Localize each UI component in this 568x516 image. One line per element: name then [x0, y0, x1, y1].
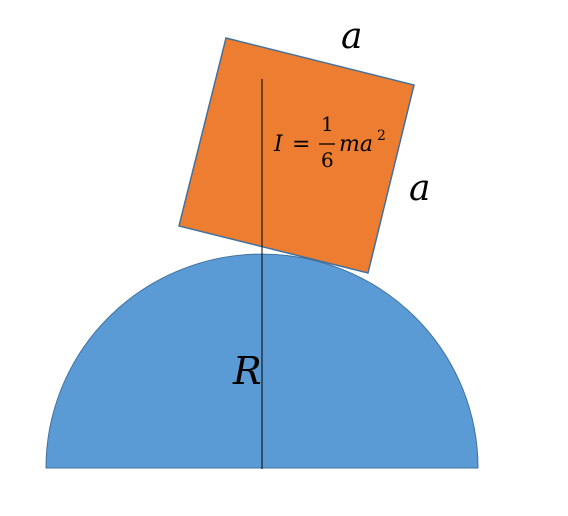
formula-denominator: 6 — [321, 148, 334, 172]
side-label-top: a — [341, 16, 362, 57]
formula-rhs: ma — [339, 132, 373, 157]
cube-block — [178, 37, 415, 274]
formula-exponent: 2 — [377, 128, 386, 144]
radius-label: R — [232, 349, 262, 393]
formula-lhs: I — [273, 132, 284, 157]
formula-numerator: 1 — [321, 112, 334, 136]
formula-equals: = — [292, 132, 310, 157]
side-label-right: a — [409, 168, 430, 209]
moment-of-inertia-formula: I = 1 6 ma 2 — [273, 112, 386, 172]
